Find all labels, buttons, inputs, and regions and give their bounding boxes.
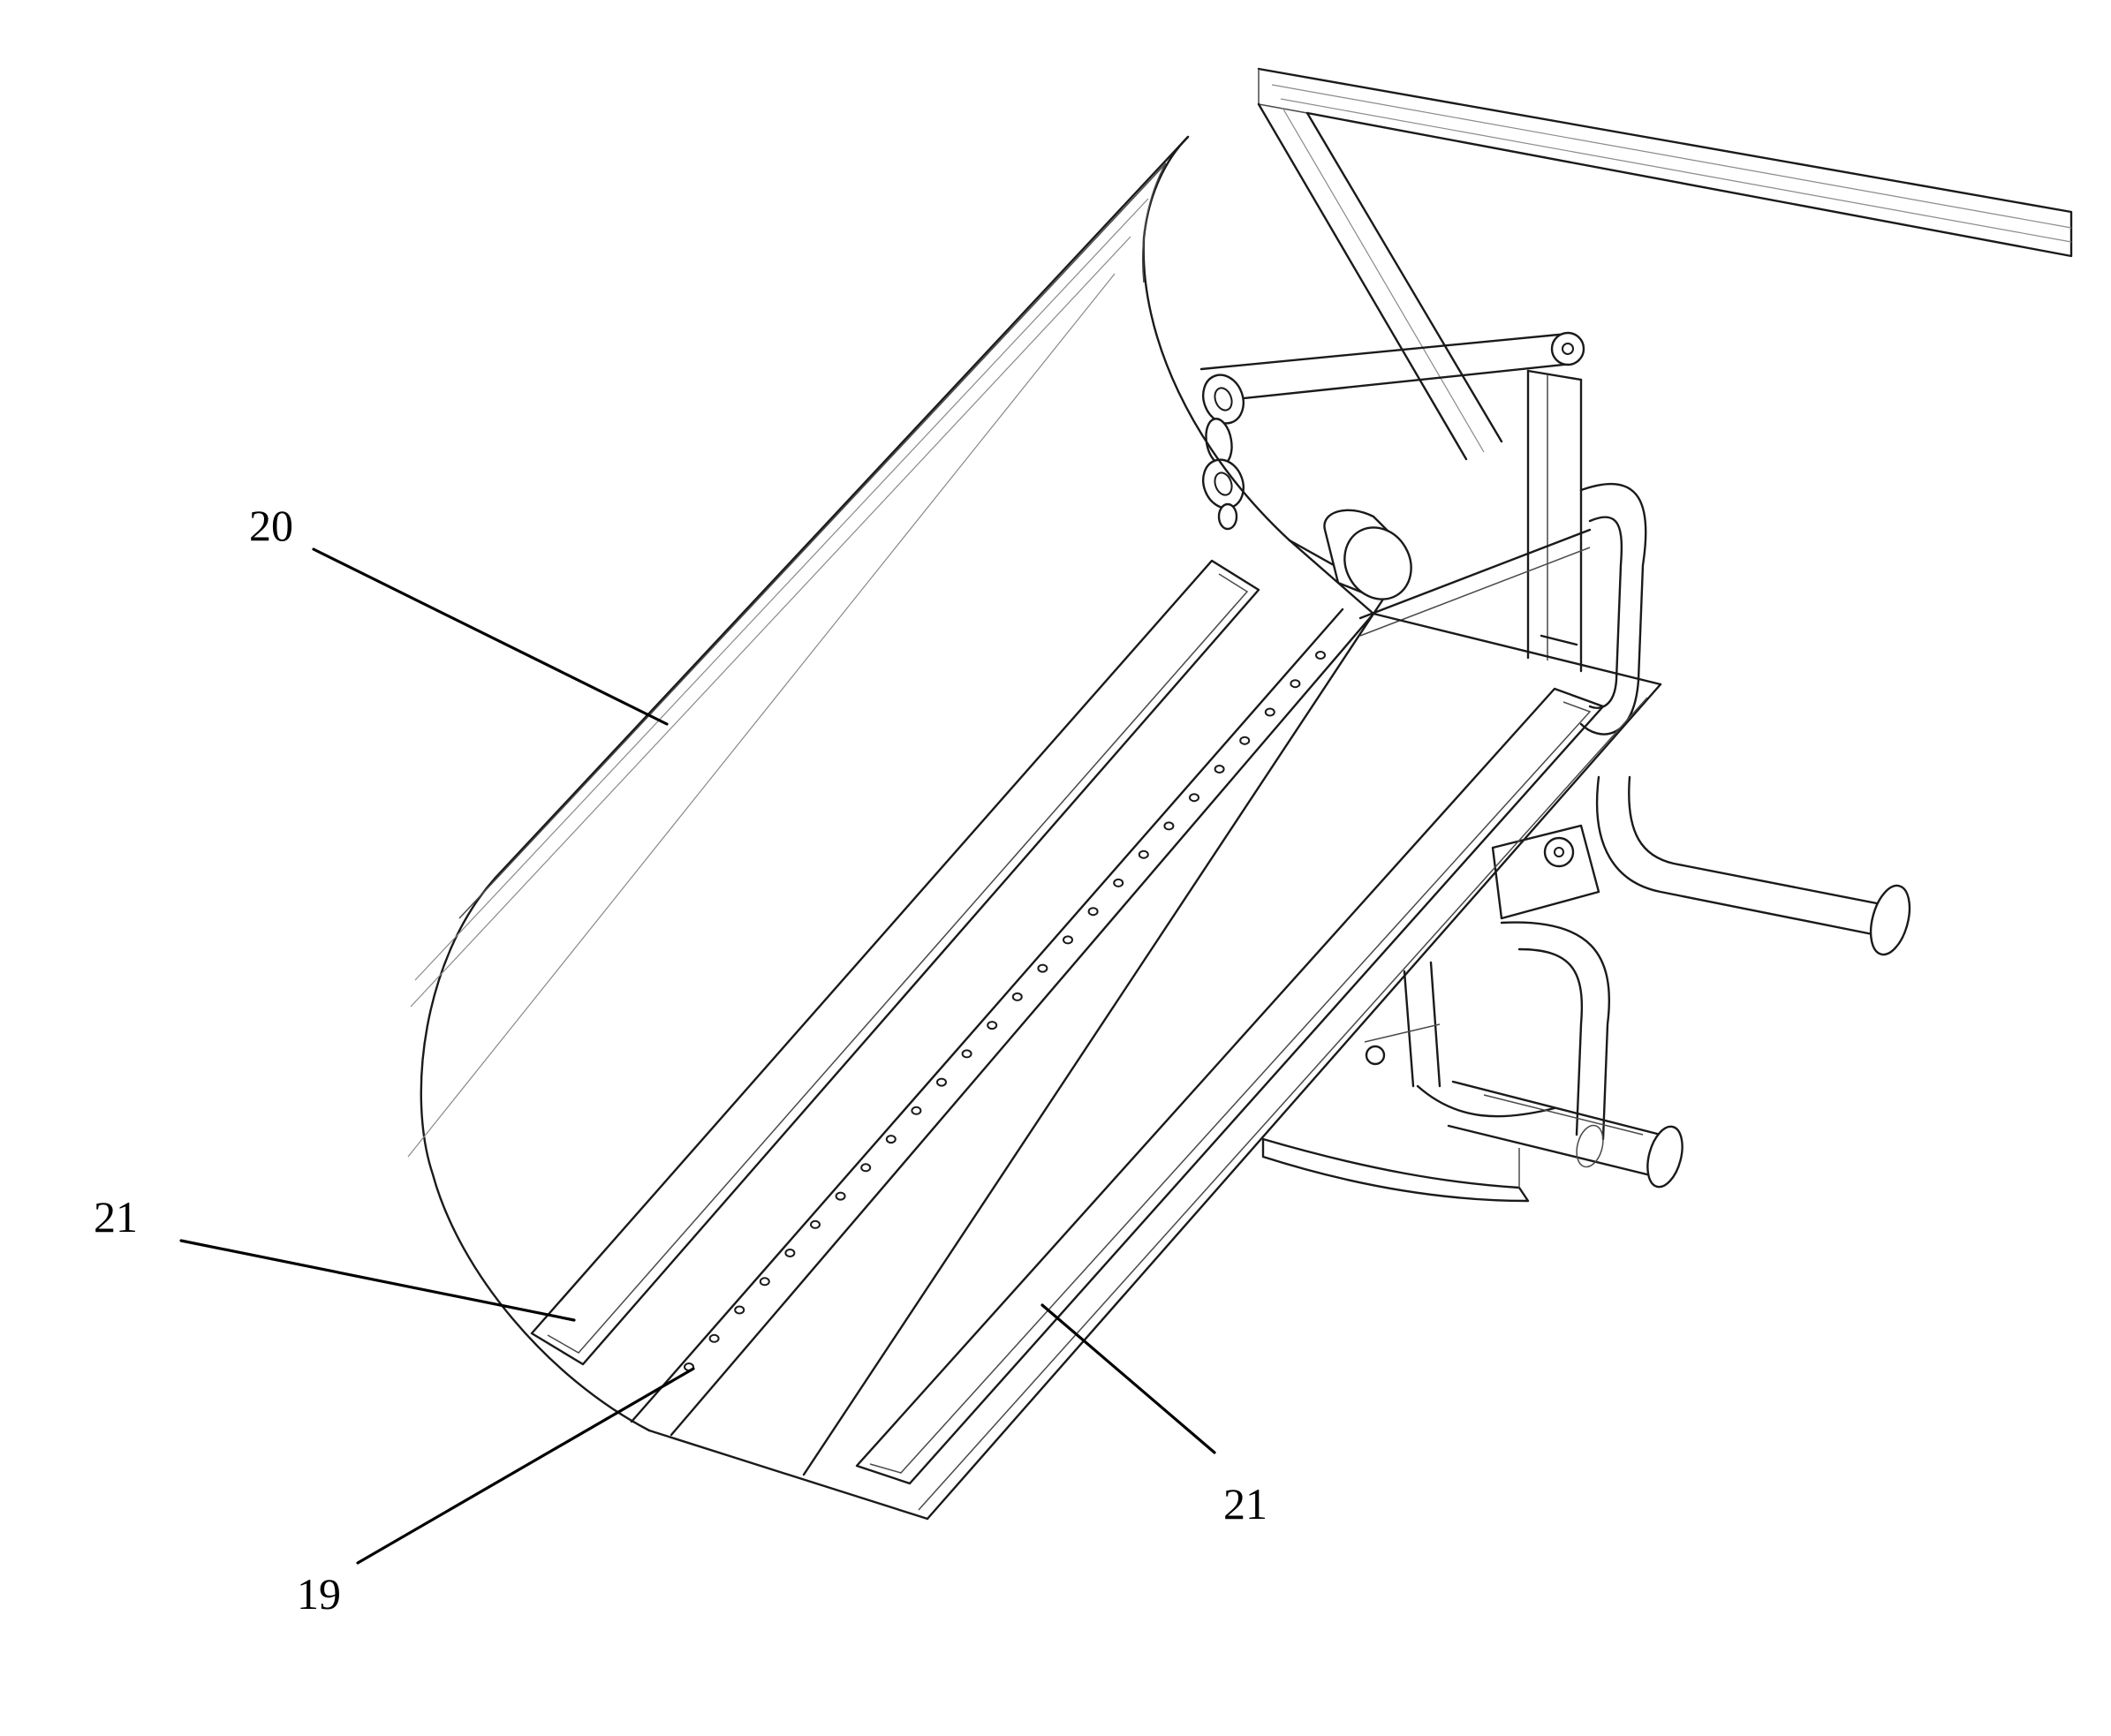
hole bbox=[735, 1307, 744, 1314]
hole bbox=[861, 1164, 870, 1171]
mounting-frame bbox=[1201, 69, 2071, 1201]
hole bbox=[785, 1249, 794, 1257]
leader-20 bbox=[314, 549, 667, 724]
trough-plate bbox=[632, 600, 1661, 1519]
label-slot-right: 21 bbox=[1223, 1479, 1267, 1528]
hole bbox=[1063, 936, 1072, 943]
hole bbox=[811, 1221, 820, 1228]
hole bbox=[760, 1278, 769, 1285]
hole-row bbox=[685, 652, 1325, 1370]
hole bbox=[937, 1079, 946, 1086]
leader-21-left bbox=[181, 1241, 574, 1320]
leader-21-right bbox=[1042, 1305, 1214, 1453]
hole bbox=[887, 1136, 896, 1143]
hole bbox=[1316, 652, 1325, 659]
label-slot-left: 21 bbox=[94, 1192, 138, 1242]
chain bbox=[1197, 369, 1250, 529]
label-trough: 20 bbox=[249, 501, 293, 550]
hole bbox=[912, 1107, 920, 1114]
leader-lines bbox=[181, 549, 1214, 1563]
hole bbox=[1266, 709, 1275, 716]
hole bbox=[1089, 908, 1098, 915]
hole bbox=[1139, 851, 1148, 858]
hole bbox=[1164, 822, 1173, 829]
hole bbox=[1215, 766, 1224, 773]
hole bbox=[1240, 737, 1249, 744]
hole bbox=[836, 1193, 845, 1200]
label-hole-row: 19 bbox=[297, 1569, 341, 1619]
hole bbox=[1290, 680, 1299, 687]
hole bbox=[1013, 993, 1022, 1000]
hole bbox=[710, 1335, 719, 1342]
hole bbox=[1114, 879, 1123, 887]
leader-19 bbox=[358, 1369, 693, 1563]
hole bbox=[963, 1050, 972, 1057]
hole bbox=[987, 1022, 996, 1029]
hole bbox=[1038, 965, 1047, 972]
end-cap bbox=[1324, 510, 1424, 612]
hole bbox=[1190, 794, 1199, 801]
slot-left bbox=[532, 561, 1259, 1364]
